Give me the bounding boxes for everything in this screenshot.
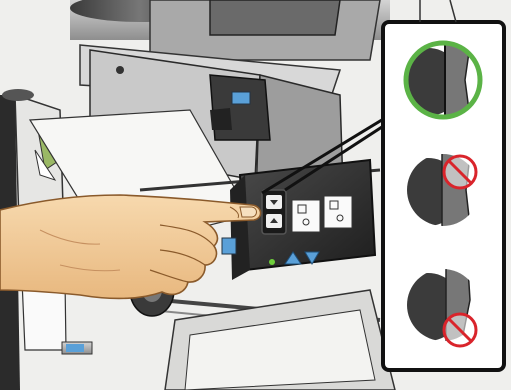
blue-latch [222, 238, 236, 254]
reel-direction-switch[interactable] [262, 190, 286, 234]
prohibited-icon [444, 156, 476, 188]
prohibited-icon [444, 314, 476, 346]
roll-bracket [210, 75, 270, 140]
power-led [269, 259, 275, 265]
